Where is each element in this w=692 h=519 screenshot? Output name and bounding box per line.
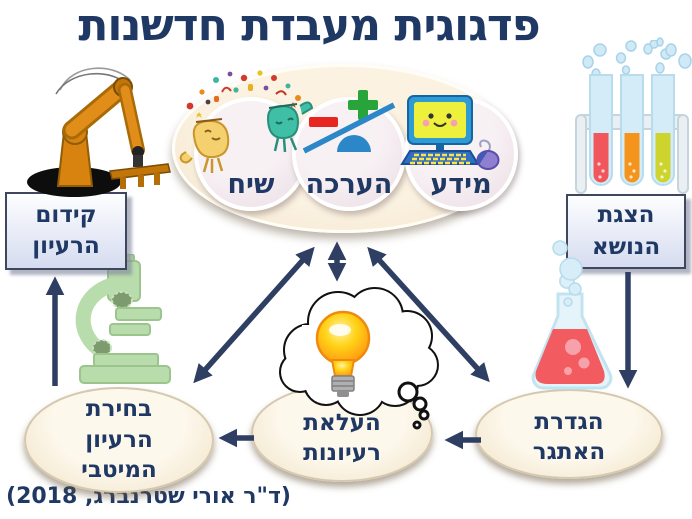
talking-heads-icon — [179, 70, 314, 173]
hub-circle-evaluation: הערכה — [292, 97, 406, 211]
test-tubes-icon — [575, 40, 689, 194]
flask-icon — [531, 273, 613, 390]
computer-icon — [400, 95, 500, 170]
stage-box-present-topic-label: הצגת הנושא — [591, 202, 661, 260]
hub-circle-evaluation-label: הערכה — [305, 169, 393, 200]
stage-box-promote-idea-label: קידום הרעיון — [32, 201, 100, 259]
lightbulb-icon — [315, 310, 371, 397]
stage-oval-choose-best-idea: בחירת הרעיון המיטבי — [24, 387, 214, 493]
stage-box-promote-idea: קידום הרעיון — [5, 192, 127, 270]
water-droplets-left-of-box — [552, 240, 583, 307]
robot-arm-icon — [27, 67, 171, 197]
stage-oval-define-challenge-label: הגדרת האתגר — [532, 408, 606, 465]
stage-oval-choose-best-idea-label: בחירת הרעיון המיטבי — [81, 396, 157, 484]
credit-text: (ד"ר אורי שטרנברג, 2018) — [6, 484, 291, 509]
water-droplets-top-right — [643, 37, 692, 69]
page-title: פדגוגית מעבדת חדשנות — [78, 0, 540, 51]
microscope-icon — [75, 254, 171, 384]
hub-circle-info-label: מידע — [430, 169, 492, 200]
hub-circle-discourse-label: שיח — [227, 169, 275, 200]
thought-cloud-lightbulb-icon — [279, 287, 439, 430]
stage-oval-define-challenge: הגדרת האתגר — [475, 389, 663, 479]
balance-scale-icon — [302, 90, 396, 154]
stage-box-present-topic: הצגת הנושא — [566, 194, 686, 269]
